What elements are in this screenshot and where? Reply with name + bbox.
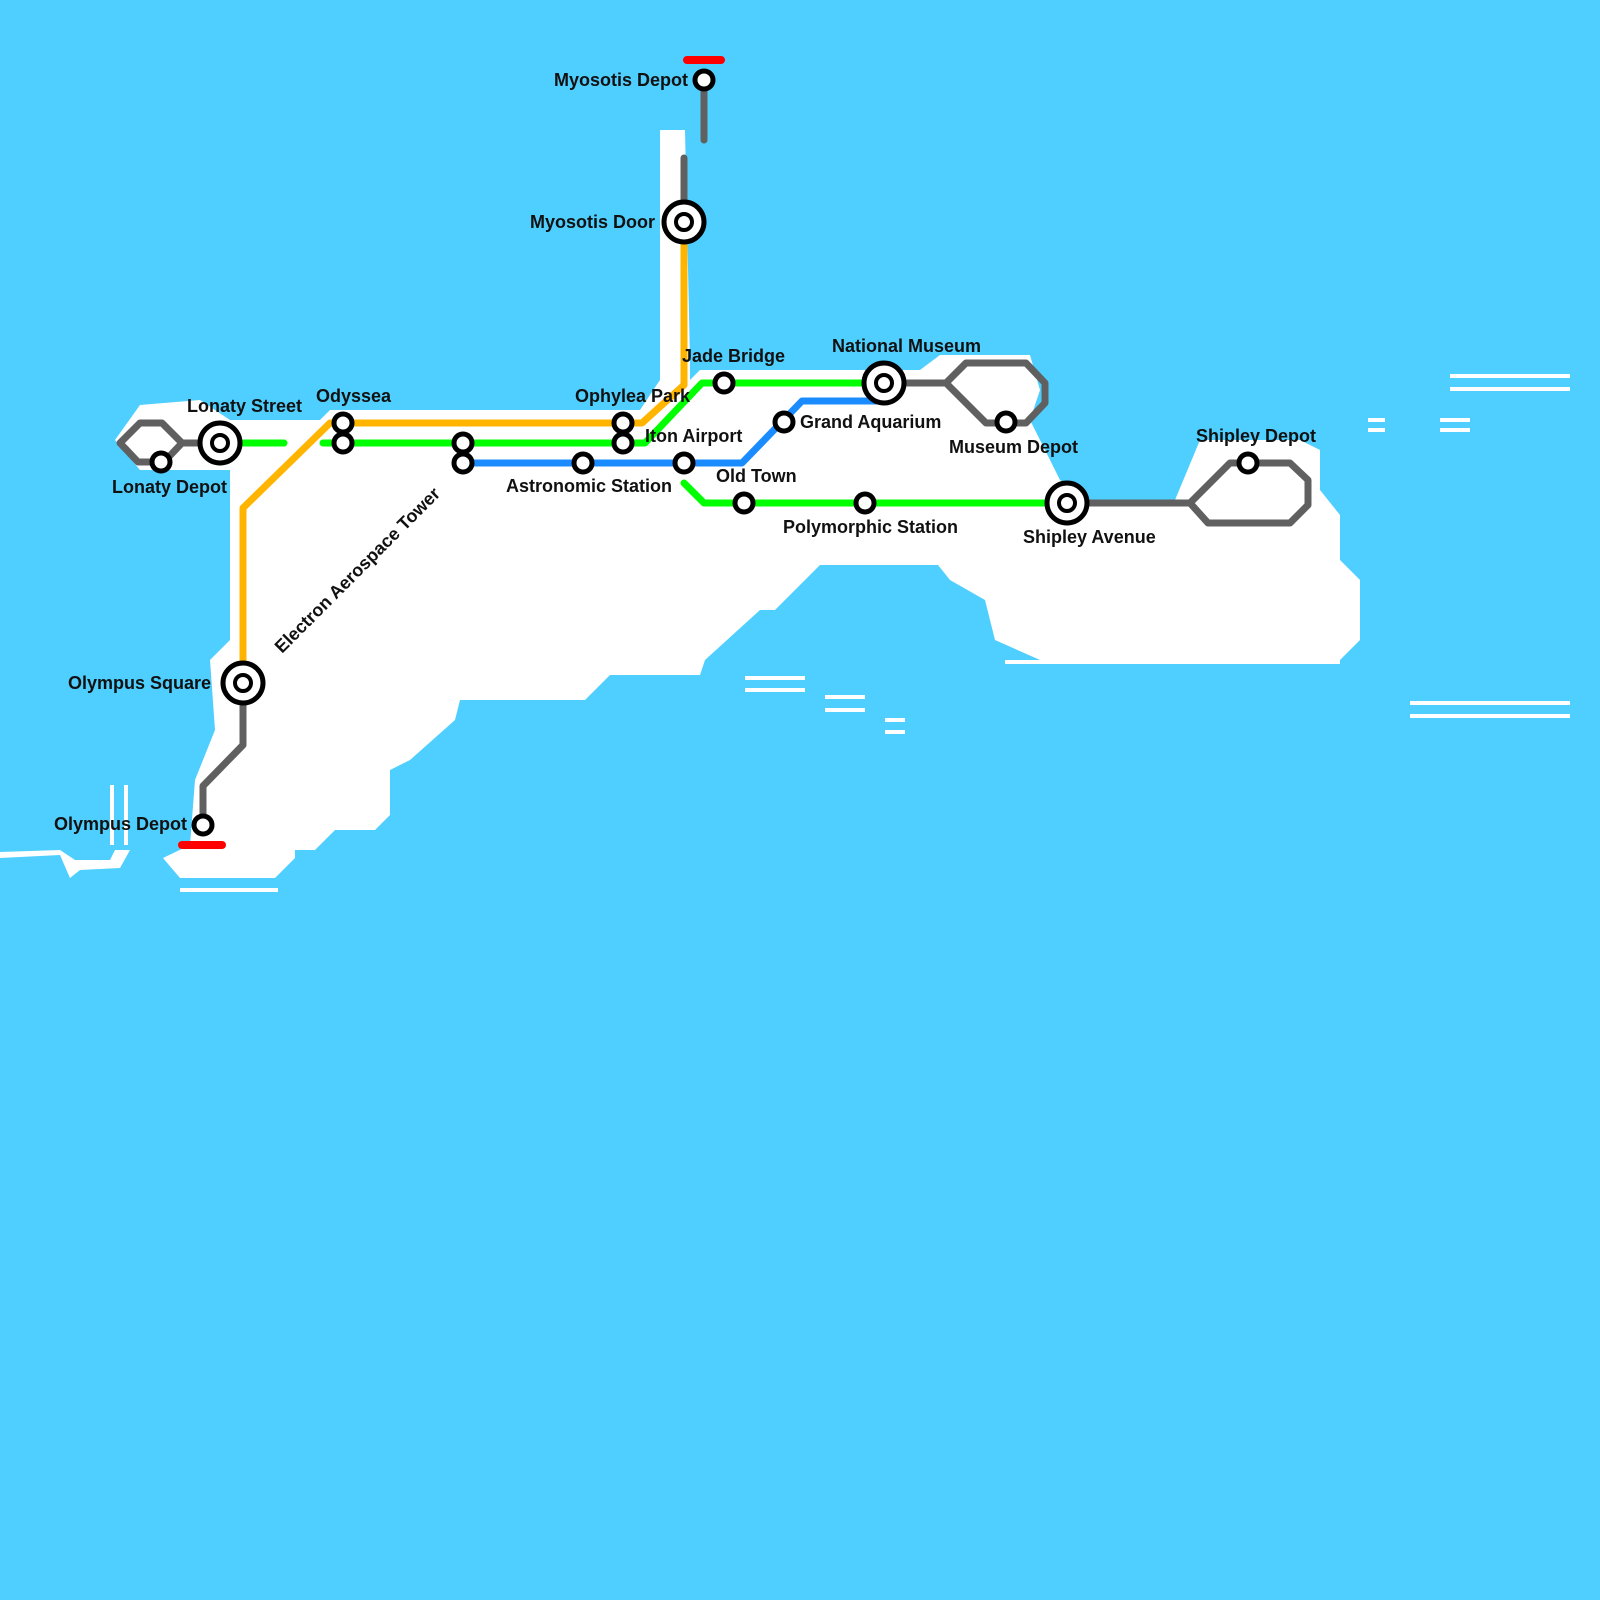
station-ophylea-park-a[interactable]: [611, 411, 635, 435]
label-lonaty-street: Lonaty Street: [187, 396, 302, 416]
station-ophylea-park-b[interactable]: [611, 431, 635, 455]
station-iton-airport[interactable]: [672, 451, 696, 475]
green-line-south: [680, 479, 1071, 507]
label-shipley-depot: Shipley Depot: [1196, 426, 1316, 446]
station-astronomic-station[interactable]: [571, 451, 595, 475]
station-lonaty-depot[interactable]: [149, 450, 173, 474]
station-jade-bridge[interactable]: [712, 371, 736, 395]
station-myosotis-door[interactable]: [661, 199, 707, 245]
shoreline-segments: [110, 374, 1570, 892]
station-odyssea-b[interactable]: [331, 431, 355, 455]
depot-line-lonaty: [116, 419, 224, 466]
label-myosotis-door: Myosotis Door: [530, 212, 655, 232]
station-myosotis-depot[interactable]: [692, 68, 716, 92]
orange-line: [239, 218, 688, 687]
label-old-town: Old Town: [716, 466, 797, 486]
station-national-museum[interactable]: [861, 360, 907, 406]
depot-line-olympus: [199, 679, 247, 829]
label-lonaty-depot: Lonaty Depot: [112, 477, 227, 497]
depot-line-shipley: [1063, 459, 1312, 527]
station-olympus-depot[interactable]: [191, 813, 215, 837]
terminus-bar-myosotis: [683, 56, 725, 64]
station-olympus-square[interactable]: [220, 660, 266, 706]
label-olympus-depot: Olympus Depot: [54, 814, 187, 834]
label-jade-bridge: Jade Bridge: [682, 346, 785, 366]
green-line-north: [319, 379, 888, 447]
label-ophylea-park: Ophylea Park: [575, 386, 691, 406]
label-museum-depot: Museum Depot: [949, 437, 1078, 457]
station-museum-depot[interactable]: [994, 410, 1018, 434]
label-national-museum: National Museum: [832, 336, 981, 356]
label-myosotis-depot: Myosotis Depot: [554, 70, 688, 90]
label-grand-aquarium: Grand Aquarium: [800, 412, 941, 432]
station-grand-aquarium[interactable]: [772, 410, 796, 434]
station-old-town[interactable]: [732, 491, 756, 515]
station-lonaty-street[interactable]: [197, 420, 243, 466]
label-olympus-square: Olympus Square: [68, 673, 211, 693]
station-electron-a[interactable]: [451, 431, 475, 455]
label-astronomic-station: Astronomic Station: [506, 476, 672, 496]
route-lines: [116, 76, 1312, 829]
station-electron-b[interactable]: [451, 451, 475, 475]
station-polymorphic-station[interactable]: [853, 491, 877, 515]
label-odyssea: Odyssea: [316, 386, 392, 406]
label-iton-airport: Iton Airport: [645, 426, 742, 446]
label-shipley-avenue: Shipley Avenue: [1023, 527, 1156, 547]
station-shipley-avenue[interactable]: [1044, 480, 1090, 526]
stations: [149, 68, 1260, 837]
label-polymorphic-station: Polymorphic Station: [783, 517, 958, 537]
station-shipley-depot[interactable]: [1236, 451, 1260, 475]
terminus-bar-olympus: [178, 841, 226, 849]
blue-line: [458, 397, 888, 467]
station-odyssea-a[interactable]: [331, 411, 355, 435]
